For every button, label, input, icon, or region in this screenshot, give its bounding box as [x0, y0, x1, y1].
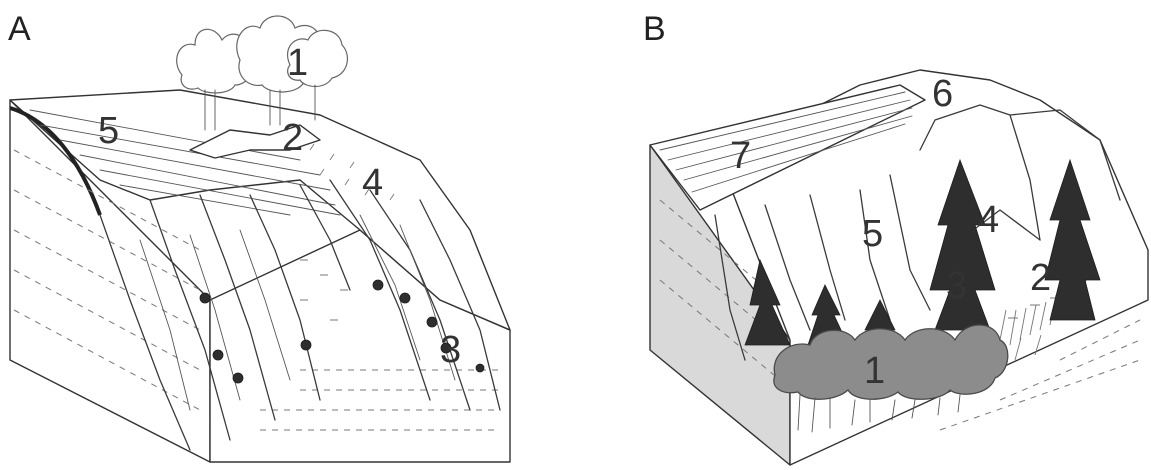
- panel-a-zone-5: 5: [98, 110, 119, 152]
- panel-a-letter: A: [8, 10, 31, 48]
- panel-b-zone-2: 2: [1030, 257, 1051, 299]
- panel-a-zone-2: 2: [282, 117, 303, 159]
- panel-b: B: [643, 10, 1148, 465]
- panel-b-zone-5: 5: [862, 213, 883, 255]
- panel-b-zone-7: 7: [730, 135, 751, 177]
- panel-b-letter: B: [643, 10, 666, 48]
- panel-b-zone-1: 1: [864, 350, 885, 392]
- panel-b-block: [650, 70, 1148, 465]
- panel-a-zone-1: 1: [287, 42, 308, 84]
- panel-a-zone-3: 3: [440, 329, 461, 371]
- panel-a: A: [8, 10, 510, 462]
- panel-a-zone-4: 4: [362, 162, 383, 204]
- panel-b-zone-3: 3: [946, 265, 967, 307]
- panel-b-zone-4: 4: [978, 199, 999, 241]
- panel-b-zone-6: 6: [932, 73, 953, 115]
